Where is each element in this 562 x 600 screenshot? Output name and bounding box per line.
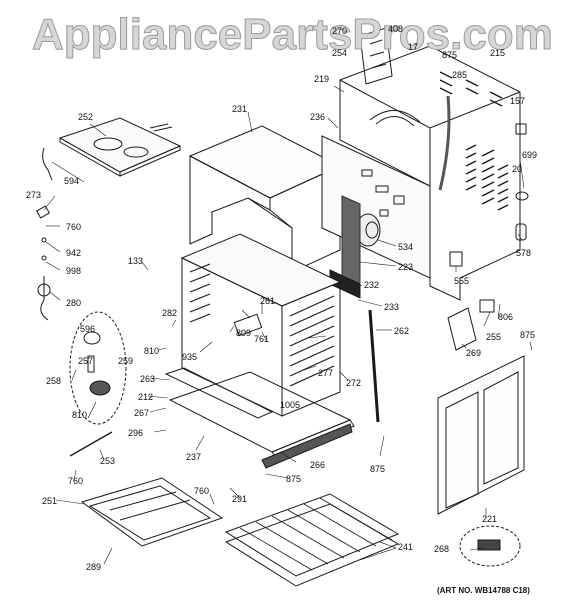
callout-257: 257	[78, 356, 94, 366]
leader-lines	[44, 86, 532, 564]
callout-760: 760	[66, 222, 82, 232]
callout-261: 261	[260, 296, 276, 306]
callout-255: 255	[486, 332, 502, 342]
part-oven-cavity	[182, 234, 340, 416]
part-289-broil-element	[82, 478, 222, 546]
part-253-probe	[70, 432, 112, 456]
callout-241: 241	[398, 542, 414, 552]
part-236-back-panel	[322, 136, 430, 278]
callout-237: 237	[186, 452, 202, 462]
callout-263: 263	[140, 374, 156, 384]
callout-212: 212	[138, 392, 154, 402]
callout-942: 942	[66, 248, 82, 258]
callout-806: 806	[498, 312, 514, 322]
callout-221: 221	[482, 514, 498, 524]
callout-258: 258	[46, 376, 62, 386]
part-534-motor	[356, 214, 380, 246]
callout-594: 594	[64, 176, 80, 186]
callout-935: 935	[182, 352, 198, 362]
callout-219: 219	[314, 74, 330, 84]
callout-253: 253	[100, 456, 116, 466]
callout-262: 262	[394, 326, 410, 336]
part-578-fuse	[516, 224, 526, 240]
callout-272: 272	[346, 378, 362, 388]
part-268-group	[460, 526, 520, 566]
callout-251: 251	[42, 496, 58, 506]
callout-296: 296	[128, 428, 144, 438]
callout-534: 534	[398, 242, 414, 252]
callout-277: 277	[318, 368, 334, 378]
callout-875: 875	[442, 50, 458, 60]
part-20-cap	[516, 192, 528, 200]
callout-259: 259	[118, 356, 134, 366]
callout-289: 289	[86, 562, 102, 572]
part-219-rear-chassis	[340, 46, 520, 300]
callout-875-b: 875	[520, 330, 536, 340]
callout-810: 810	[144, 346, 160, 356]
callout-1005: 1005	[280, 400, 301, 410]
callout-232: 232	[364, 280, 380, 290]
callout-268: 268	[434, 544, 450, 554]
part-555-relay	[450, 252, 462, 266]
art-number-caption: (ART NO. WB14788 C18)	[437, 586, 530, 595]
callout-760-b: 760	[68, 476, 84, 486]
callout-133: 133	[128, 256, 144, 266]
callout-267: 267	[134, 408, 150, 418]
callout-282: 282	[162, 308, 178, 318]
part-157-clip	[516, 124, 526, 134]
callout-254: 254	[332, 48, 348, 58]
callout-215: 215	[490, 48, 506, 58]
part-263-rail	[166, 368, 272, 418]
part-252-panel	[60, 118, 180, 176]
callout-273: 273	[26, 190, 42, 200]
part-269-latch	[448, 300, 494, 350]
callout-998: 998	[66, 266, 82, 276]
callout-280: 280	[66, 298, 82, 308]
callout-875-c: 875	[370, 464, 386, 474]
callout-291: 291	[232, 494, 248, 504]
callout-596: 596	[80, 324, 96, 334]
callout-236: 236	[310, 112, 326, 122]
callout-270: 270	[332, 26, 348, 36]
callout-223: 223	[398, 262, 414, 272]
callout-269: 269	[466, 348, 482, 358]
callout-810-b: 810	[72, 410, 88, 420]
part-254-bracket	[360, 28, 392, 84]
callout-760-c: 760	[194, 486, 210, 496]
part-237-frame	[170, 372, 354, 468]
part-221-door	[438, 356, 524, 514]
part-258-group	[70, 312, 126, 424]
part-262-strip	[370, 310, 378, 422]
callout-555: 555	[454, 276, 470, 286]
callout-578: 578	[516, 248, 532, 258]
callout-699: 699	[522, 150, 538, 160]
callout-408: 408	[388, 24, 404, 34]
callout-266: 266	[310, 460, 326, 470]
callout-20: 20	[512, 164, 523, 174]
part-280-wire	[37, 148, 52, 320]
callout-809: 809	[236, 328, 252, 338]
callout-252: 252	[78, 112, 94, 122]
callout-157: 157	[510, 96, 526, 106]
callout-285: 285	[452, 70, 468, 80]
callout-761: 761	[254, 334, 270, 344]
callout-231: 231	[232, 104, 248, 114]
callout-875-d: 875	[286, 474, 302, 484]
callout-233: 233	[384, 302, 400, 312]
part-241-racks	[226, 494, 398, 586]
callout-17: 17	[408, 42, 419, 52]
